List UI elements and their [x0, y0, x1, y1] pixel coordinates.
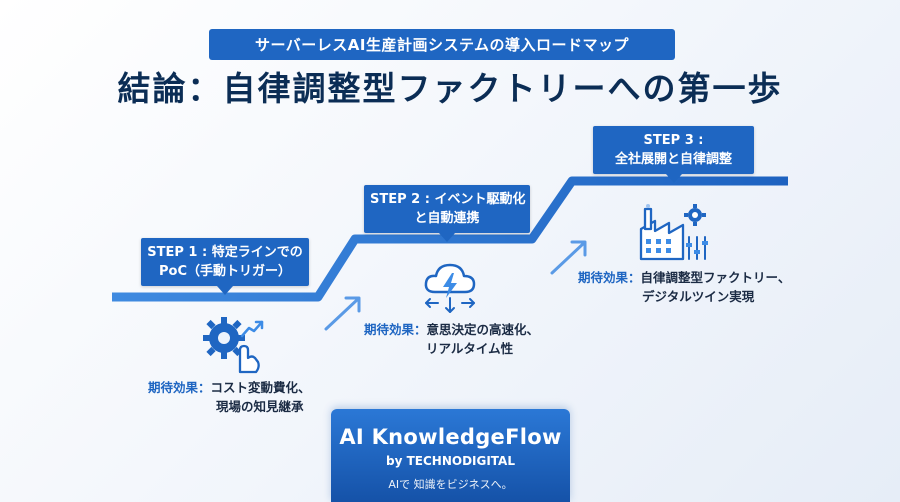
ascend-arrow-1 [324, 296, 361, 331]
step1-effect-label: 期待効果： [148, 380, 211, 395]
factory-icon [637, 203, 711, 263]
ascend-arrow-2 [550, 240, 587, 275]
step1-title: STEP 1 : 特定ラインでの [147, 245, 303, 260]
step1-effect-text-2: 現場の知見継承 [216, 399, 304, 414]
step3-subtitle: 全社展開と自律調整 [614, 152, 732, 167]
step2-effect: 期待効果：意思決定の高速化、 リアルタイム性 [364, 320, 539, 358]
step2-effect-text-1: 意思決定の高速化、 [426, 322, 540, 337]
brand-company: by TECHNODIGITAL [386, 454, 515, 468]
step2-effect-text-2: リアルタイム性 [426, 341, 514, 356]
step1-callout: STEP 1 : 特定ラインでの PoC（手動トリガー） [141, 238, 309, 295]
step1-effect: 期待効果：コスト変動費化、 現場の知見継承 [148, 378, 311, 416]
step2-effect-label: 期待効果： [364, 322, 427, 337]
step1-effect-text-1: コスト変動費化、 [210, 380, 311, 395]
step3-callout: STEP 3 : 全社展開と自律調整 [593, 126, 754, 183]
step3-effect: 期待効果：自律調整型ファクトリー、 デジタルツイン実現 [578, 268, 790, 306]
roadmap-subtitle-band: サーバーレスAI生産計画システムの導入ロードマップ [209, 29, 675, 60]
roadmap-subtitle: サーバーレスAI生産計画システムの導入ロードマップ [254, 36, 630, 54]
step2-subtitle: と自動連携 [414, 211, 480, 226]
cloud-lightning-icon [420, 258, 480, 314]
brand-tagline: AIで 知識をビジネスへ。 [388, 478, 513, 491]
step3-title: STEP 3 : [643, 133, 704, 148]
step3-effect-text-2: デジタルツイン実現 [642, 289, 755, 304]
brand-panel: AI KnowledgeFlow by TECHNODIGITAL AIで 知識… [331, 409, 570, 502]
page-title: 結論：自律調整型ファクトリーへの第一歩 [117, 69, 783, 108]
step1-subtitle: PoC（手動トリガー） [159, 264, 291, 279]
step3-effect-label: 期待効果： [578, 270, 641, 285]
step3-effect-text-1: 自律調整型ファクトリー、 [640, 270, 791, 285]
step2-callout: STEP 2 : イベント駆動化 と自動連携 [364, 185, 530, 242]
step2-title: STEP 2 : イベント駆動化 [370, 192, 526, 207]
gear-hand-icon [198, 312, 268, 374]
brand-name: AI KnowledgeFlow [339, 425, 562, 449]
